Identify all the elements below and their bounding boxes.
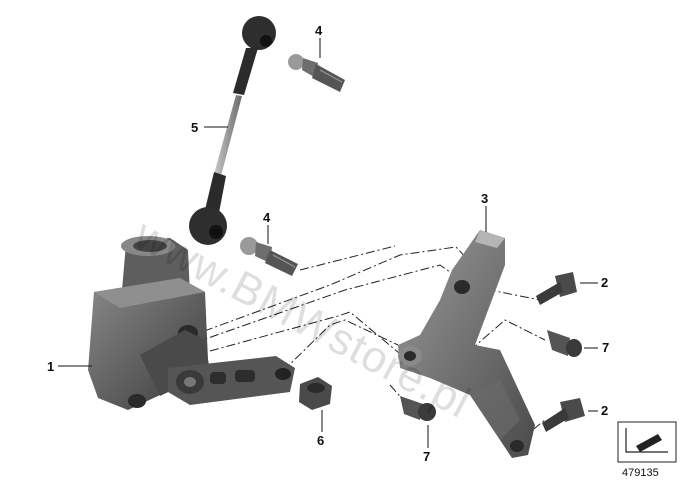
callout-4-upper: 4: [315, 23, 323, 38]
nut-part-6: [299, 377, 332, 410]
bracket-part-3: [398, 230, 535, 458]
callout-5: 5: [191, 120, 199, 135]
callout-4-lower: 4: [263, 210, 271, 225]
link-rod-part-5: [189, 16, 276, 245]
diagram-number: 479135: [622, 467, 659, 479]
ball-stud-lower-part-4: [240, 237, 298, 276]
bolt-upper-part-2: [536, 272, 577, 305]
callout-2-lower: 2: [601, 403, 609, 418]
leader-lines: [58, 38, 598, 448]
callout-2-upper: 2: [601, 275, 609, 290]
callout-6: 6: [317, 433, 325, 448]
callout-1: 1: [47, 359, 55, 374]
bolt-lower-part-2: [542, 398, 585, 432]
screw-upper-part-7: [547, 330, 582, 357]
ride-height-sensor-part-1: [88, 236, 295, 410]
callout-7-lower: 7: [423, 449, 431, 464]
callout-7-upper: 7: [602, 340, 610, 355]
screw-lower-part-7: [400, 396, 436, 421]
ball-stud-upper-part-4: [288, 54, 345, 92]
callout-3: 3: [481, 191, 489, 206]
orientation-arrow-icon: [617, 421, 677, 463]
